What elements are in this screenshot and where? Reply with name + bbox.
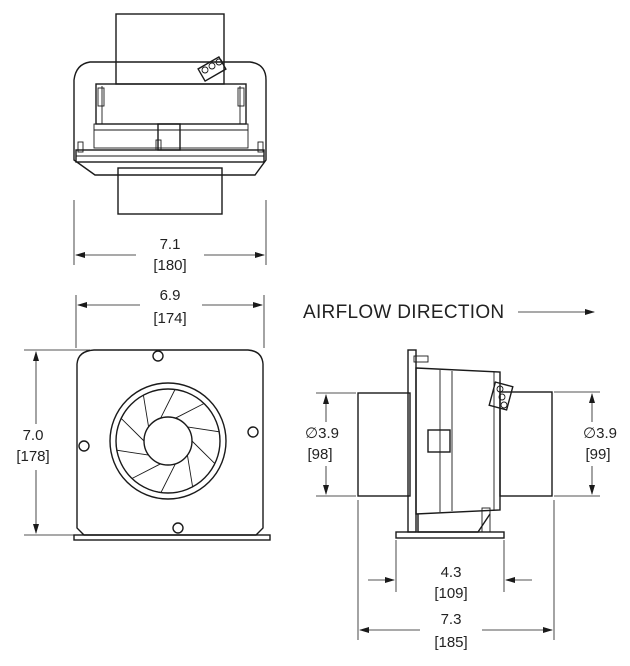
front-view: 6.9 [174] xyxy=(73,284,271,541)
top-view xyxy=(73,13,267,215)
inlet-diameter-mm: [98] xyxy=(307,446,332,463)
airflow-label: AIRFLOW DIRECTION xyxy=(303,302,504,323)
inlet-diameter-inch: ∅3.9 xyxy=(305,425,339,442)
front-width-mm: [174] xyxy=(153,310,186,327)
fan-blade xyxy=(142,392,150,427)
base-width-inch: 4.3 xyxy=(441,564,462,581)
front-height-mm: [178] xyxy=(16,448,49,465)
fan-blade xyxy=(127,463,161,480)
outlet-diameter-mm: [99] xyxy=(585,446,610,463)
dimension-inlet-diameter: ∅3.9 [98] xyxy=(296,392,356,497)
dimension-overall-length: 7.3 [185] xyxy=(357,500,555,656)
dimension-front-height: 7.0 [178] xyxy=(8,349,90,536)
front-width-inch: 6.9 xyxy=(160,287,181,304)
fan-blade xyxy=(187,426,221,439)
dimension-front-width: 6.9 [174] xyxy=(75,284,265,348)
airflow-direction: AIRFLOW DIRECTION xyxy=(303,302,595,323)
overall-length-mm: [185] xyxy=(434,634,467,651)
overall-length-inch: 7.3 xyxy=(441,611,462,628)
dimension-top-width: 7.1 [180] xyxy=(73,200,267,276)
side-connector-icon xyxy=(488,381,514,411)
fan-blade xyxy=(120,412,145,442)
fan-blade xyxy=(175,402,209,419)
wire-connector-icon xyxy=(197,55,227,83)
fan-blade xyxy=(160,388,182,419)
fan-blade xyxy=(154,463,176,494)
dimension-base-width: 4.3 [109] xyxy=(368,540,532,602)
side-view xyxy=(357,349,553,539)
dimension-outlet-diameter: ∅3.9 [99] xyxy=(554,391,628,497)
front-height-inch: 7.0 xyxy=(23,427,44,444)
fan-blades-icon xyxy=(115,388,221,494)
top-width-mm: [180] xyxy=(153,257,186,274)
fan-blade xyxy=(191,440,216,470)
top-width-inch: 7.1 xyxy=(160,236,181,253)
base-width-mm: [109] xyxy=(434,585,467,602)
fan-blade xyxy=(115,443,149,456)
fan-blade xyxy=(186,455,194,490)
outlet-diameter-inch: ∅3.9 xyxy=(583,425,617,442)
